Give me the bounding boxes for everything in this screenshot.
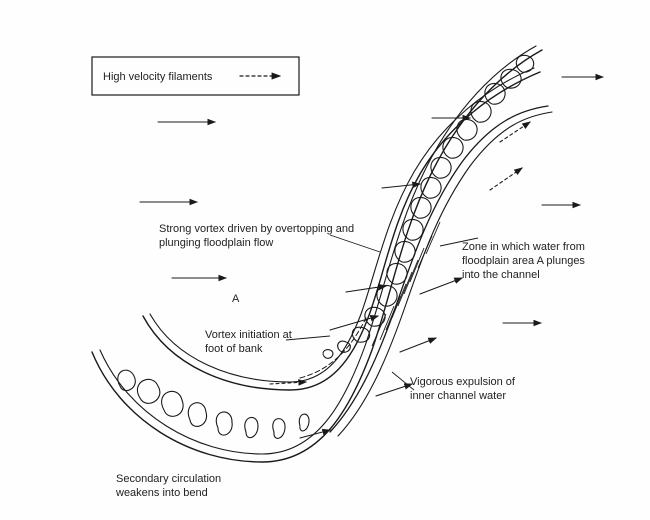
- vortex-loop: [188, 403, 206, 427]
- flow-arrow-icon: [376, 384, 412, 396]
- flow-arrow-icon: [382, 184, 420, 188]
- legend: High velocity filaments: [92, 57, 299, 95]
- zone-plunge-label-1: Zone in which water from: [462, 241, 585, 253]
- strong-vortex-label-2: plunging floodplain flow: [159, 237, 273, 249]
- flow-arrow-icon: [400, 338, 436, 352]
- vortex-loop: [118, 370, 136, 390]
- zone-a-label: A: [232, 293, 240, 305]
- vortex-loop: [403, 219, 423, 240]
- filament-arrow-icon: [500, 122, 530, 142]
- expulsion-label-2: inner channel water: [410, 390, 506, 402]
- vortex-loop: [245, 417, 258, 437]
- vortex-loop: [323, 350, 333, 359]
- vortex-loop: [516, 55, 533, 72]
- vortex-loop: [216, 412, 232, 435]
- vortex-loop: [411, 197, 431, 218]
- plunge-zone-hatch: [372, 222, 440, 346]
- vortex-loop: [457, 119, 477, 140]
- strong-vortex-label-1: Strong vortex driven by overtopping and: [159, 223, 354, 235]
- floodplain-arrows: [140, 77, 603, 323]
- vortex-loop: [162, 391, 184, 416]
- vortex-initiation-label-2: foot of bank: [205, 343, 263, 355]
- zone-plunge-label-3: into the channel: [462, 269, 540, 281]
- secondary-circulation-label-2: weakens into bend: [115, 487, 208, 499]
- vortex-loop: [395, 241, 415, 262]
- secondary-circulation-label-1: Secondary circulation: [116, 473, 221, 485]
- expulsion-label-1: Vigorous expulsion of: [410, 376, 516, 388]
- vortex-initiation-label-1: Vortex initiation at: [205, 329, 292, 341]
- filament-arrow-icon: [490, 168, 522, 190]
- zone-plunge-label-2: floodplain area A plunges: [462, 255, 585, 267]
- vortex-loop: [299, 414, 309, 431]
- vortex-loop: [273, 419, 285, 439]
- upper-vortex-coils: [323, 55, 534, 358]
- flow-arrow-icon: [420, 278, 462, 294]
- legend-label: High velocity filaments: [103, 71, 213, 83]
- vortex-loop: [137, 379, 159, 403]
- flow-arrow-icon: [346, 286, 386, 292]
- vortex-loop: [485, 83, 505, 104]
